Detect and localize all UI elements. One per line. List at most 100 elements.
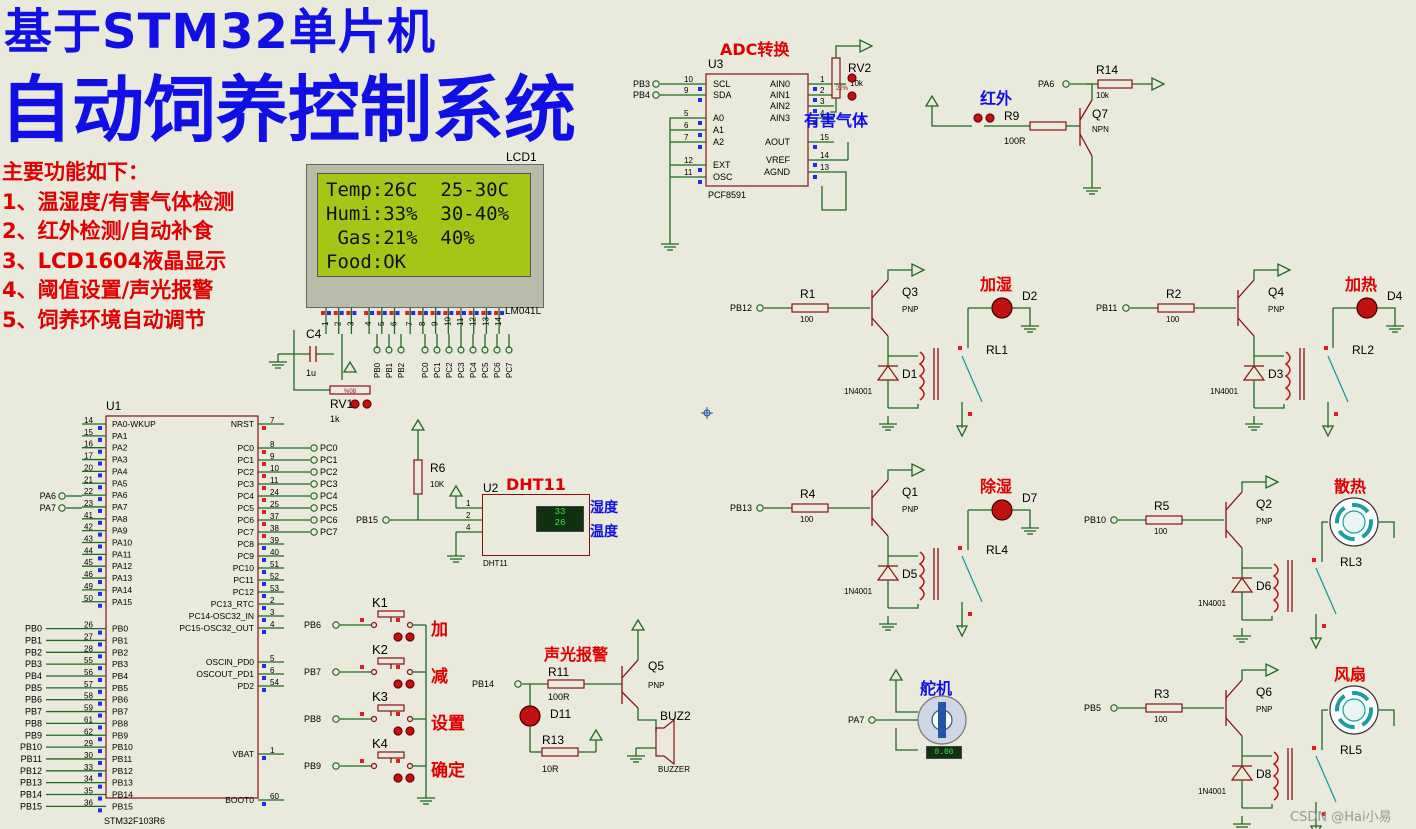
servo-readout: 0.00 — [926, 746, 962, 759]
diode-part: 1N4001 — [1210, 387, 1239, 396]
lcd-net-terminal — [493, 346, 501, 354]
u1-pin-num: 41 — [84, 511, 93, 520]
pnp-type: PNP — [1268, 305, 1284, 314]
channel-resistor — [791, 303, 829, 313]
dht11-pin-num: 2 — [466, 511, 471, 520]
u1-pin-num: 2 — [270, 596, 275, 605]
wire — [1254, 404, 1285, 409]
u1-pin-state — [262, 802, 266, 806]
channel-r-value: 100 — [1154, 715, 1168, 724]
u1-pin-name: PB0 — [112, 624, 128, 634]
ir-title: 红外 — [980, 89, 1012, 108]
u1-ref: U1 — [106, 399, 122, 413]
channel-title: 除湿 — [980, 477, 1012, 496]
lcd-module[interactable]: Temp:26C 25-30C Humi:33% 30-40% Gas:21% … — [306, 164, 544, 308]
u1-pin-state — [262, 606, 266, 610]
rv1-adjust-button — [362, 399, 372, 409]
servo-title: 舵机 — [920, 679, 952, 698]
channel-r-value: 100 — [800, 515, 814, 524]
u1-pin-name: PA7 — [112, 502, 128, 512]
wire — [887, 469, 912, 480]
lcd-pin-state — [443, 311, 448, 315]
u1-pin-num: 45 — [84, 558, 93, 567]
u1-pin-num: 33 — [84, 763, 93, 772]
ir-sensor-button — [985, 113, 995, 123]
relay-state — [1322, 624, 1326, 628]
pnp-ref: Q2 — [1256, 497, 1272, 511]
power-arrow-icon — [448, 484, 464, 497]
lcd-pin-state — [456, 311, 460, 315]
u1-pin-name: PC3 — [237, 479, 254, 489]
power-arrow-icon — [1277, 262, 1292, 278]
u1-pin-state — [98, 760, 102, 765]
relay-ref: RL5 — [1340, 743, 1362, 757]
adc-pin-num: 14 — [820, 151, 829, 160]
u1-pin-state — [98, 630, 102, 635]
u1-net-label: PB6 — [25, 695, 42, 705]
alarm-title: 声光报警 — [543, 645, 608, 664]
lcd-pin-state — [376, 311, 381, 315]
u1-pin-num: 20 — [84, 463, 93, 472]
adc-pin-name: AGND — [764, 167, 791, 177]
buz-part: BUZZER — [658, 765, 690, 774]
u1-pin-state — [262, 558, 266, 562]
net-label: PC5 — [320, 503, 338, 513]
key-button — [377, 657, 405, 665]
relay-coil-icon — [1272, 563, 1279, 613]
adc-pin-state — [698, 121, 702, 125]
u1-net-label: PB0 — [25, 624, 42, 634]
key-net-label: PB6 — [304, 620, 321, 630]
u1-net-terminal — [310, 516, 318, 524]
net-label: PC1 — [320, 455, 338, 465]
channel-r-ref: R3 — [1154, 687, 1170, 701]
u1-pin-state — [98, 654, 102, 659]
relay-ref: RL4 — [986, 543, 1008, 557]
lcd-pin-num: 5 — [377, 321, 386, 326]
u1-pin-state — [262, 450, 266, 454]
adc-pin-num: 2 — [820, 86, 825, 95]
adc-pin-name: A2 — [713, 137, 724, 147]
u1-pin-name: PC14-OSC32_IN — [189, 611, 254, 621]
key-contact — [406, 621, 414, 629]
r13-resistor — [541, 747, 579, 757]
u1-pin-name: PA2 — [112, 443, 128, 453]
channel-led-ref: D2 — [1022, 289, 1038, 303]
key-net-label: PB8 — [304, 714, 321, 724]
key-button — [377, 704, 405, 712]
u1-pin-state — [262, 688, 266, 692]
dht11-net-label: PB15 — [356, 515, 378, 525]
pnp-collector — [1225, 717, 1243, 737]
pnp-emitter — [1225, 491, 1243, 511]
q5-ref: Q5 — [648, 659, 664, 673]
key-net-label: PB9 — [304, 761, 321, 771]
adc-pin-name: AIN2 — [770, 101, 790, 111]
lcd-pin-state — [417, 311, 422, 315]
u1-pin-name: VBAT — [232, 749, 254, 759]
u1-pin-name: PB8 — [112, 718, 128, 728]
u1-net-label: PB12 — [20, 766, 42, 776]
channel-r-ref: R1 — [800, 287, 816, 301]
adc-title: ADC转换 — [720, 40, 790, 59]
lcd-pin-state — [487, 311, 492, 315]
key-contact — [370, 762, 378, 770]
u1-pin-num: 30 — [84, 751, 93, 760]
u1-pin-name: PA10 — [112, 538, 132, 548]
power-arrow-icon — [630, 618, 646, 631]
lcd-pin-num: 11 — [456, 317, 465, 326]
u1-pin-name: PA13 — [112, 573, 132, 583]
adc-pin-name: VREF — [766, 155, 791, 165]
u1-pin-num: 46 — [84, 570, 93, 579]
relay-state — [968, 612, 972, 616]
u1-pin-num: 43 — [84, 535, 93, 544]
lcd-pin-state — [333, 311, 338, 315]
wire — [887, 269, 912, 280]
wire — [1253, 269, 1278, 280]
lcd-pin-num: 3 — [346, 321, 355, 326]
adc-pin-num: 7 — [684, 133, 689, 142]
lcd-pin-state — [500, 311, 505, 315]
pnp-collector — [871, 317, 889, 337]
u1-net-label: PB3 — [25, 659, 42, 669]
u1-pin-name: PB1 — [112, 635, 128, 645]
adc-pin-num: 5 — [684, 109, 689, 118]
